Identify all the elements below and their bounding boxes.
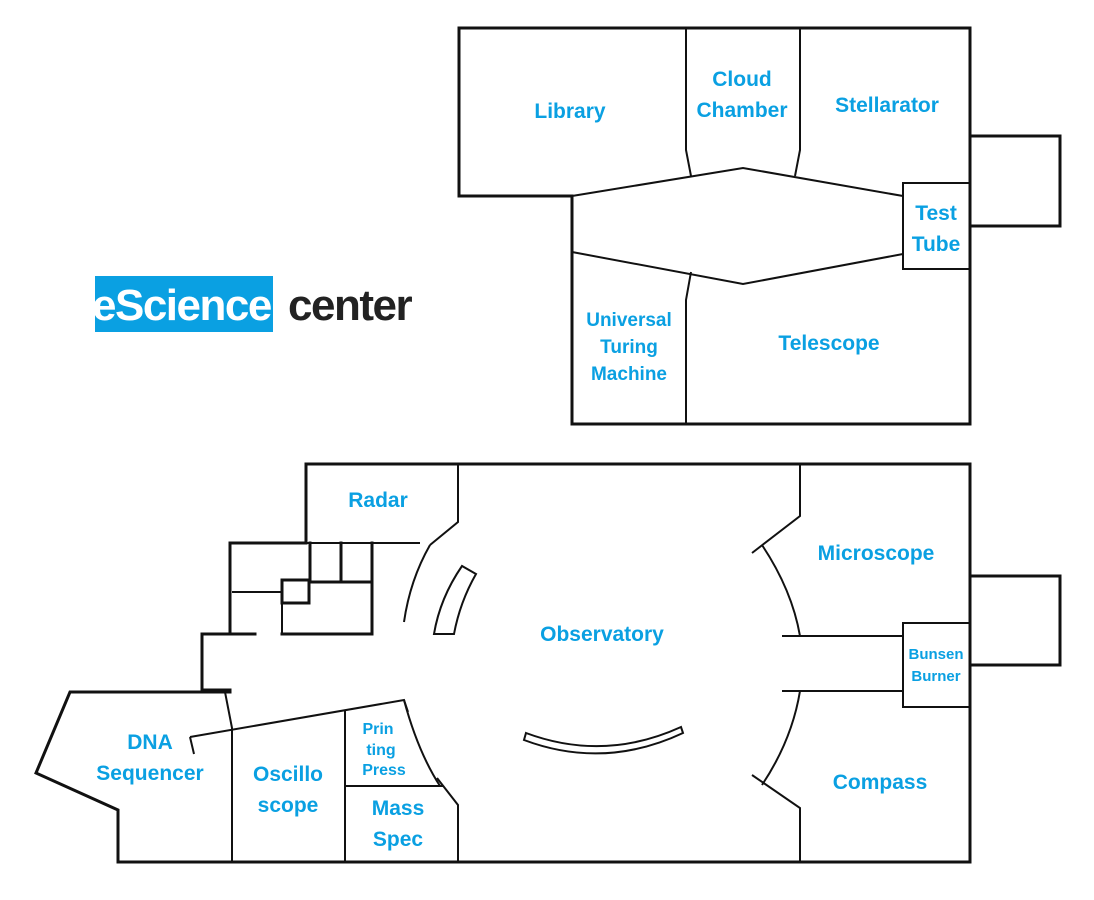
corridor-bottom-wall xyxy=(571,251,904,286)
observatory-left-door-arc xyxy=(403,544,431,623)
observatory-left-bench xyxy=(432,564,478,635)
library-cloud-chamber-wall xyxy=(685,28,692,177)
escience-center-logo: eScience center xyxy=(92,276,414,332)
label-microscope: Microscope xyxy=(818,542,935,565)
test-tube-room-wall xyxy=(902,182,971,270)
label-oscilloscope-line2: scope xyxy=(258,794,319,817)
label-bunsen-burner-line2: Burner xyxy=(911,668,960,685)
observatory-center-bench xyxy=(522,725,685,755)
label-mass-spec-line1: Mass xyxy=(372,797,425,820)
label-compass: Compass xyxy=(833,771,928,794)
label-radar: Radar xyxy=(348,489,408,512)
radar-room-wall xyxy=(306,464,459,546)
lower-floor xyxy=(34,462,1062,864)
dna-oscilloscope-wall xyxy=(224,691,233,862)
label-observatory: Observatory xyxy=(540,623,664,646)
label-universal-turing-machine-line2: Turing xyxy=(600,337,658,358)
compass-door-arc xyxy=(761,690,801,786)
microscope-room-wall xyxy=(751,464,801,554)
label-dna-sequencer-line1: DNA xyxy=(127,731,173,754)
mass-spec-side-wall xyxy=(436,777,459,862)
turing-telescope-wall xyxy=(685,271,692,424)
stair-step-lines xyxy=(232,591,283,634)
stair-block-wall xyxy=(228,541,374,636)
label-printing-press-line2: ting xyxy=(366,742,395,759)
label-test-tube-line2: Tube xyxy=(912,233,961,256)
label-printing-press-line1: Prin xyxy=(362,721,393,738)
cloud-chamber-stellarator-wall xyxy=(794,28,801,177)
stair-block xyxy=(228,541,374,636)
bunsen-burner-room-wall xyxy=(902,622,971,708)
label-telescope: Telescope xyxy=(778,332,879,355)
label-test-tube-line1: Test xyxy=(915,202,957,225)
printing-press-door-arc xyxy=(403,699,441,787)
label-dna-sequencer-line2: Sequencer xyxy=(96,762,203,785)
logo-word-center: center xyxy=(288,281,412,330)
lower-floor-annex-wall xyxy=(968,574,1062,667)
label-oscilloscope-line1: Oscillo xyxy=(253,763,323,786)
corridor-top-wall xyxy=(571,166,904,197)
microscope-door-arc xyxy=(761,544,801,637)
label-universal-turing-machine-line1: Universal xyxy=(586,310,672,331)
upper-floor-outer-wall xyxy=(457,26,972,426)
lower-floor-outer-wall xyxy=(34,462,972,864)
compass-room-wall xyxy=(751,774,801,862)
upper-floor-labels: Library Cloud Chamber Stellarator Test T… xyxy=(534,68,960,385)
logo-word-escience: eScience xyxy=(92,281,271,330)
label-stellarator: Stellarator xyxy=(835,94,939,117)
label-bunsen-burner-line1: Bunsen xyxy=(908,646,963,663)
upper-floor-annex-wall xyxy=(968,134,1062,228)
upper-floor xyxy=(457,26,1062,426)
dna-desk-line xyxy=(189,736,195,755)
logo-highlight-box xyxy=(95,276,273,332)
label-universal-turing-machine-line3: Machine xyxy=(591,364,667,385)
label-mass-spec-line2: Spec xyxy=(373,828,424,851)
label-cloud-chamber-line1: Cloud xyxy=(712,68,771,91)
label-library: Library xyxy=(534,100,606,123)
label-printing-press-line3: Press xyxy=(362,762,406,779)
stair-landing xyxy=(280,578,311,605)
label-cloud-chamber-line2: Chamber xyxy=(696,99,787,122)
lower-floor-labels: Radar Observatory Microscope Bunsen Burn… xyxy=(96,489,963,851)
